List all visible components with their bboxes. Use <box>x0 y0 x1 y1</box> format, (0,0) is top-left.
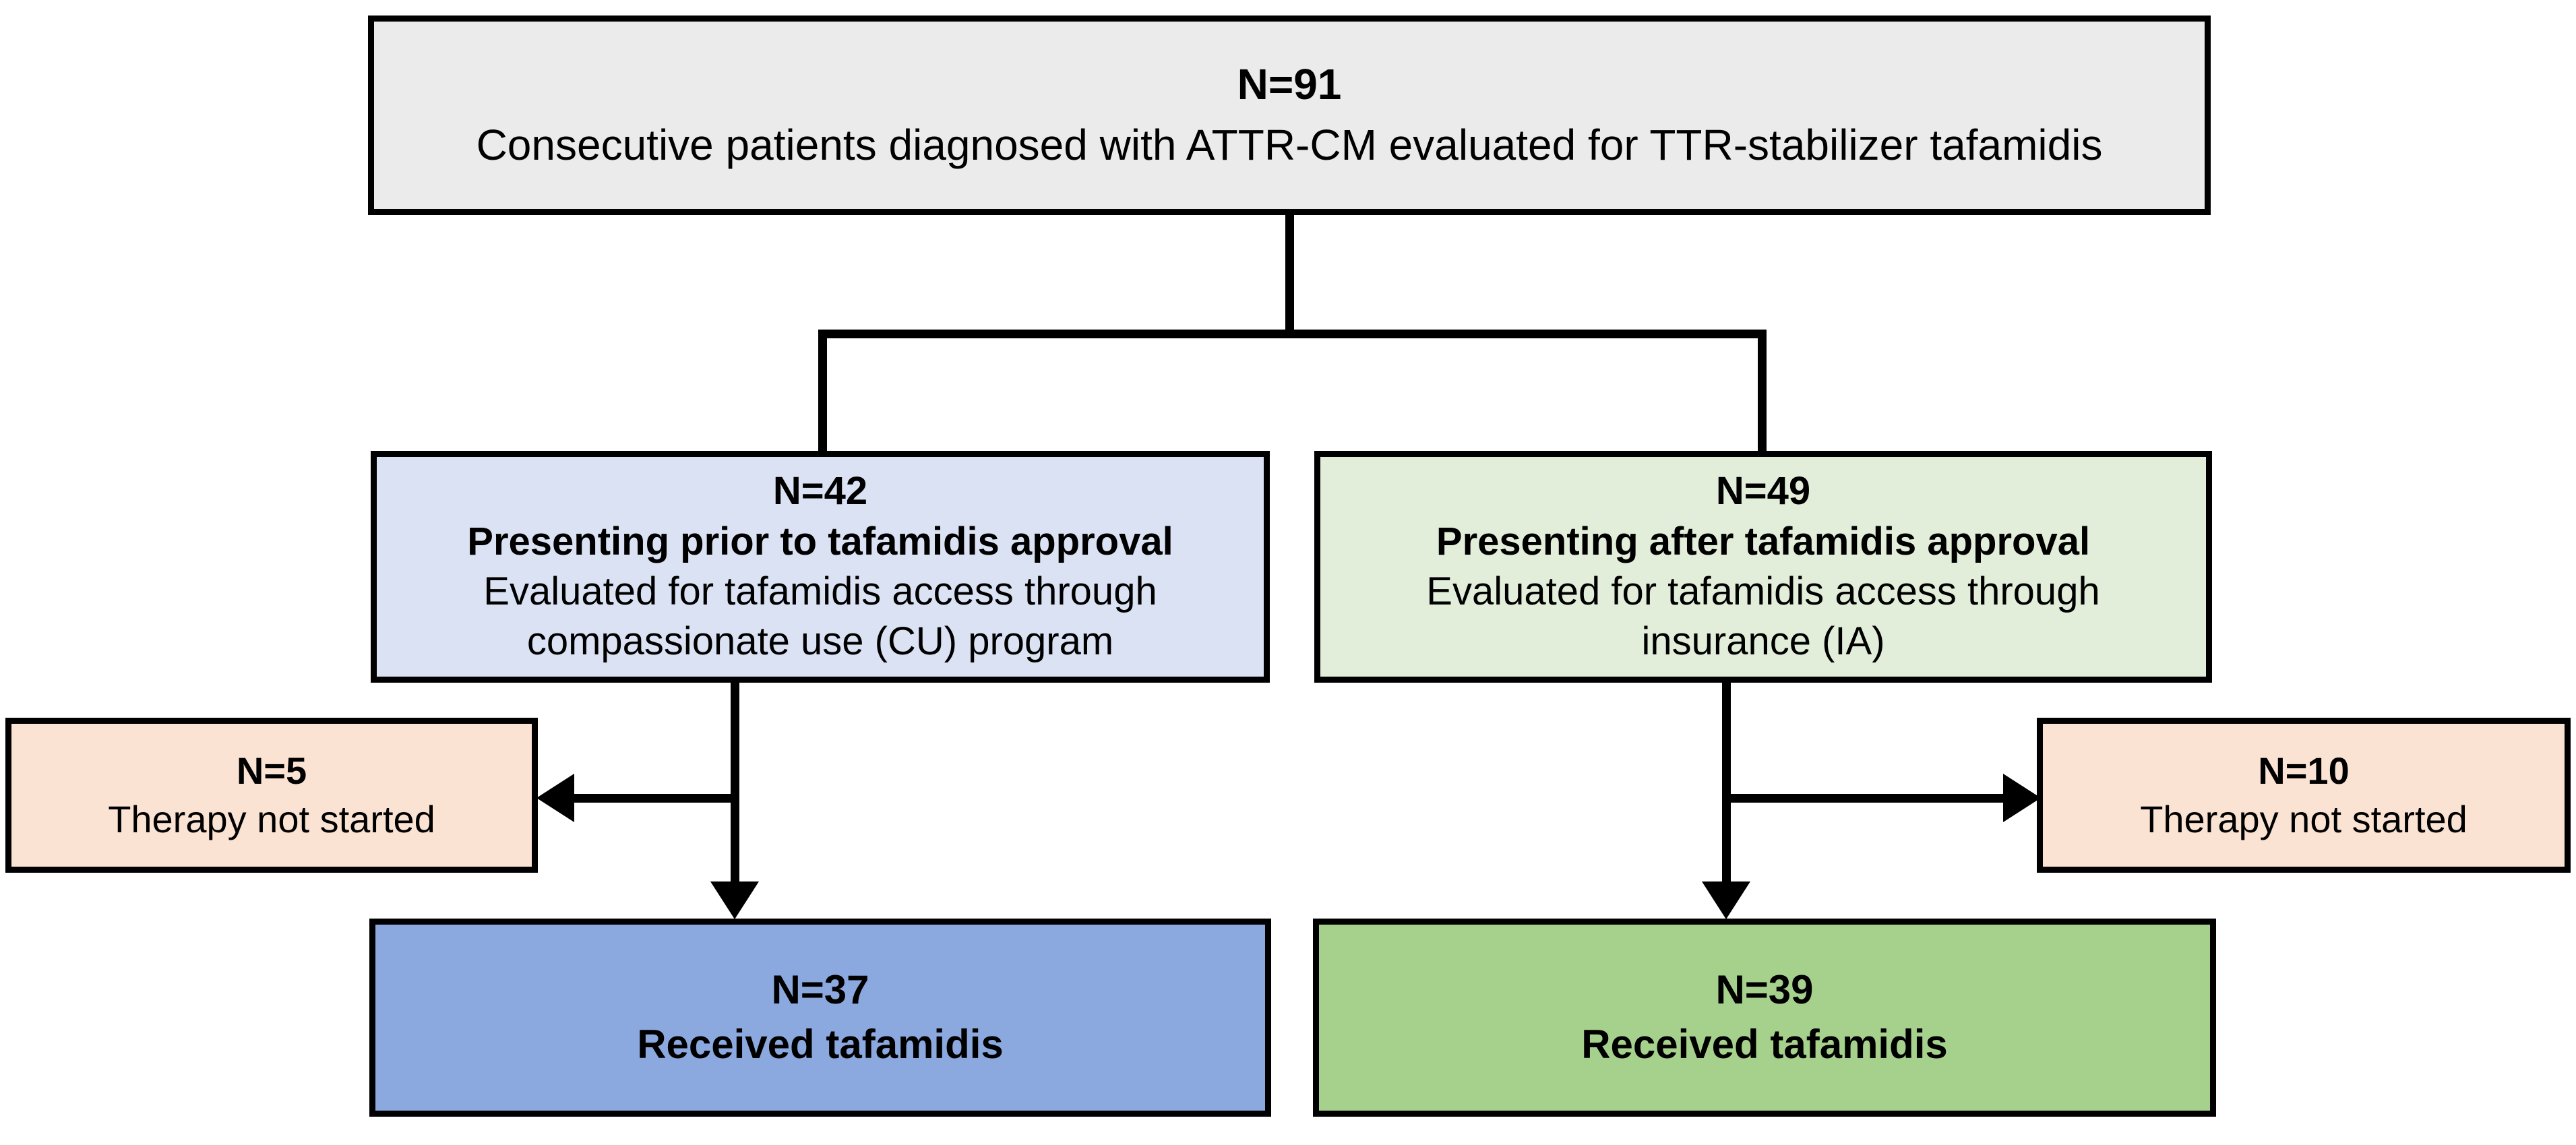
node-ia-not-started-count: N=10 <box>2258 749 2350 792</box>
node-after-approval-detail-line1: Evaluated for tafamidis access through <box>1426 569 2100 613</box>
node-prior-approval: N=42 Presenting prior to tafamidis appro… <box>371 451 1270 683</box>
arrowhead-left-icon-cu <box>536 774 574 822</box>
node-prior-approval-count: N=42 <box>772 469 868 514</box>
node-after-approval: N=49 Presenting after tafamidis approval… <box>1314 451 2212 683</box>
connector-ia-to-not-started <box>1726 794 2009 803</box>
connector-split-bar <box>818 330 1767 338</box>
connector-split-leg-after <box>1758 330 1767 455</box>
node-ia-received-label: Received tafamidis <box>1581 1022 1948 1067</box>
connector-cu-to-not-started <box>566 794 735 803</box>
node-ia-not-started-label: Therapy not started <box>2140 798 2467 840</box>
node-after-approval-heading: Presenting after tafamidis approval <box>1436 519 2091 563</box>
node-prior-approval-detail-line1: Evaluated for tafamidis access through <box>483 569 1157 613</box>
arrowhead-down-icon-cu <box>710 881 759 919</box>
node-ia-not-started: N=10 Therapy not started <box>2037 718 2571 873</box>
node-prior-approval-heading: Presenting prior to tafamidis approval <box>467 519 1173 563</box>
node-ia-received: N=39 Received tafamidis <box>1313 919 2216 1117</box>
node-after-approval-detail-line2: insurance (IA) <box>1641 619 1885 664</box>
node-prior-approval-detail-line2: compassionate use (CU) program <box>526 619 1114 664</box>
arrowhead-right-icon-ia <box>2003 774 2041 822</box>
node-cu-not-started: N=5 Therapy not started <box>5 718 538 873</box>
node-cu-received-label: Received tafamidis <box>637 1022 1004 1067</box>
node-cu-not-started-count: N=5 <box>236 749 307 792</box>
connector-ia-to-received <box>1722 683 1731 885</box>
node-ia-received-count: N=39 <box>1715 967 1814 1013</box>
node-cu-not-started-label: Therapy not started <box>108 798 435 840</box>
node-cu-received-count: N=37 <box>771 967 869 1013</box>
connector-split-leg-prior <box>818 330 827 455</box>
node-cu-received: N=37 Received tafamidis <box>369 919 1271 1117</box>
node-after-approval-count: N=49 <box>1715 469 1811 514</box>
connector-cu-to-received <box>731 683 739 885</box>
node-cohort-count: N=91 <box>1237 60 1342 109</box>
node-cohort-description: Consecutive patients diagnosed with ATTR… <box>476 121 2103 169</box>
connector-cohort-to-split <box>1285 214 1294 338</box>
arrowhead-down-icon-ia <box>1702 881 1750 919</box>
node-cohort: N=91 Consecutive patients diagnosed with… <box>368 16 2211 215</box>
